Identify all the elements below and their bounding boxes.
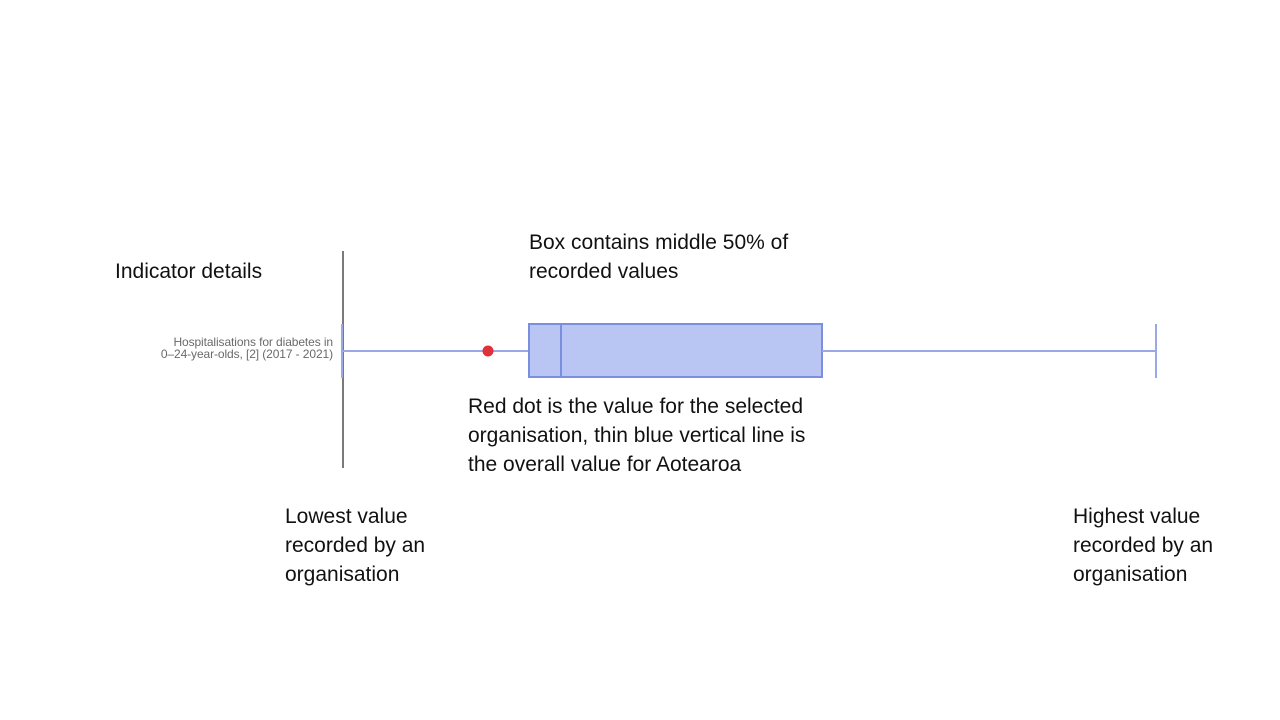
lowest-value-explanation: Lowest value recorded by an organisation — [285, 505, 426, 586]
indicator-label: Hospitalisations for diabetes in 0–24-ye… — [160, 335, 333, 361]
dot-explanation: Red dot is the value for the selected or… — [468, 395, 806, 476]
selected-organisation-dot — [482, 345, 494, 357]
indicator-heading: Indicator details — [115, 260, 263, 283]
interquartile-box — [528, 323, 823, 378]
box-explanation: Box contains middle 50% of recorded valu… — [529, 231, 789, 283]
highest-value-explanation: Highest value recorded by an organisatio… — [1073, 505, 1214, 586]
